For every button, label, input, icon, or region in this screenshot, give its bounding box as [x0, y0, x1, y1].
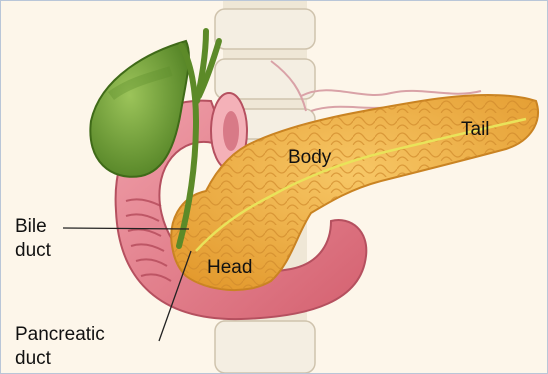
label-pancreatic-duct-line2: duct: [15, 348, 51, 369]
gallbladder: [90, 41, 189, 177]
label-pancreatic-duct-line1: Pancreatic: [15, 324, 105, 345]
label-head: Head: [207, 257, 252, 278]
label-body: Body: [288, 147, 331, 168]
label-bile-duct-line2: duct: [15, 240, 51, 261]
duodenum-lumen: [223, 111, 239, 151]
label-tail: Tail: [461, 119, 490, 140]
label-bile-duct-line1: Bile: [15, 216, 47, 237]
